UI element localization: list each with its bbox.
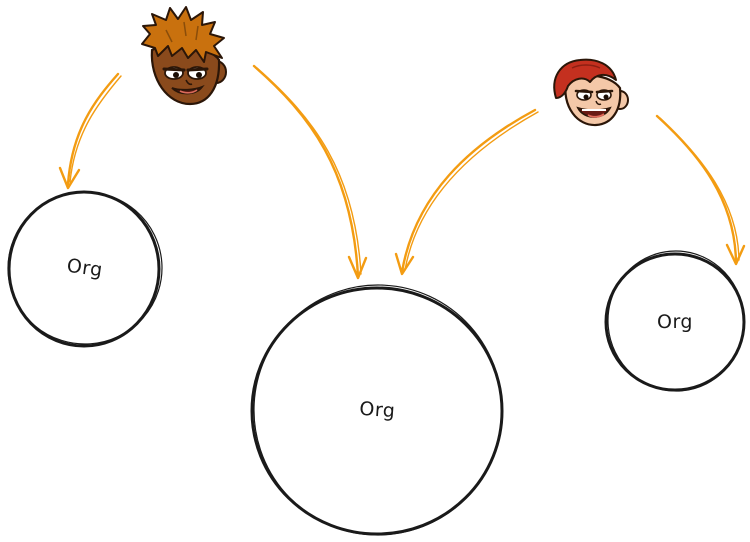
org-circle-center: Org <box>250 284 504 536</box>
arrow-person2-to-org-right <box>655 114 746 266</box>
org-circle-left: Org <box>7 190 163 348</box>
org-label-center: Org <box>359 398 396 422</box>
cartoon-redhead-avatar-icon <box>553 58 629 127</box>
arrow-person1-to-org-center <box>252 64 368 280</box>
cartoon-boy-avatar-icon <box>141 6 227 106</box>
arrow-person2-to-org-center <box>394 108 539 276</box>
arrow-person1-to-org-left <box>58 72 122 190</box>
org-label-right: Org <box>657 311 693 333</box>
org-circle-right: Org <box>604 250 746 392</box>
org-label-left: Org <box>65 255 104 282</box>
